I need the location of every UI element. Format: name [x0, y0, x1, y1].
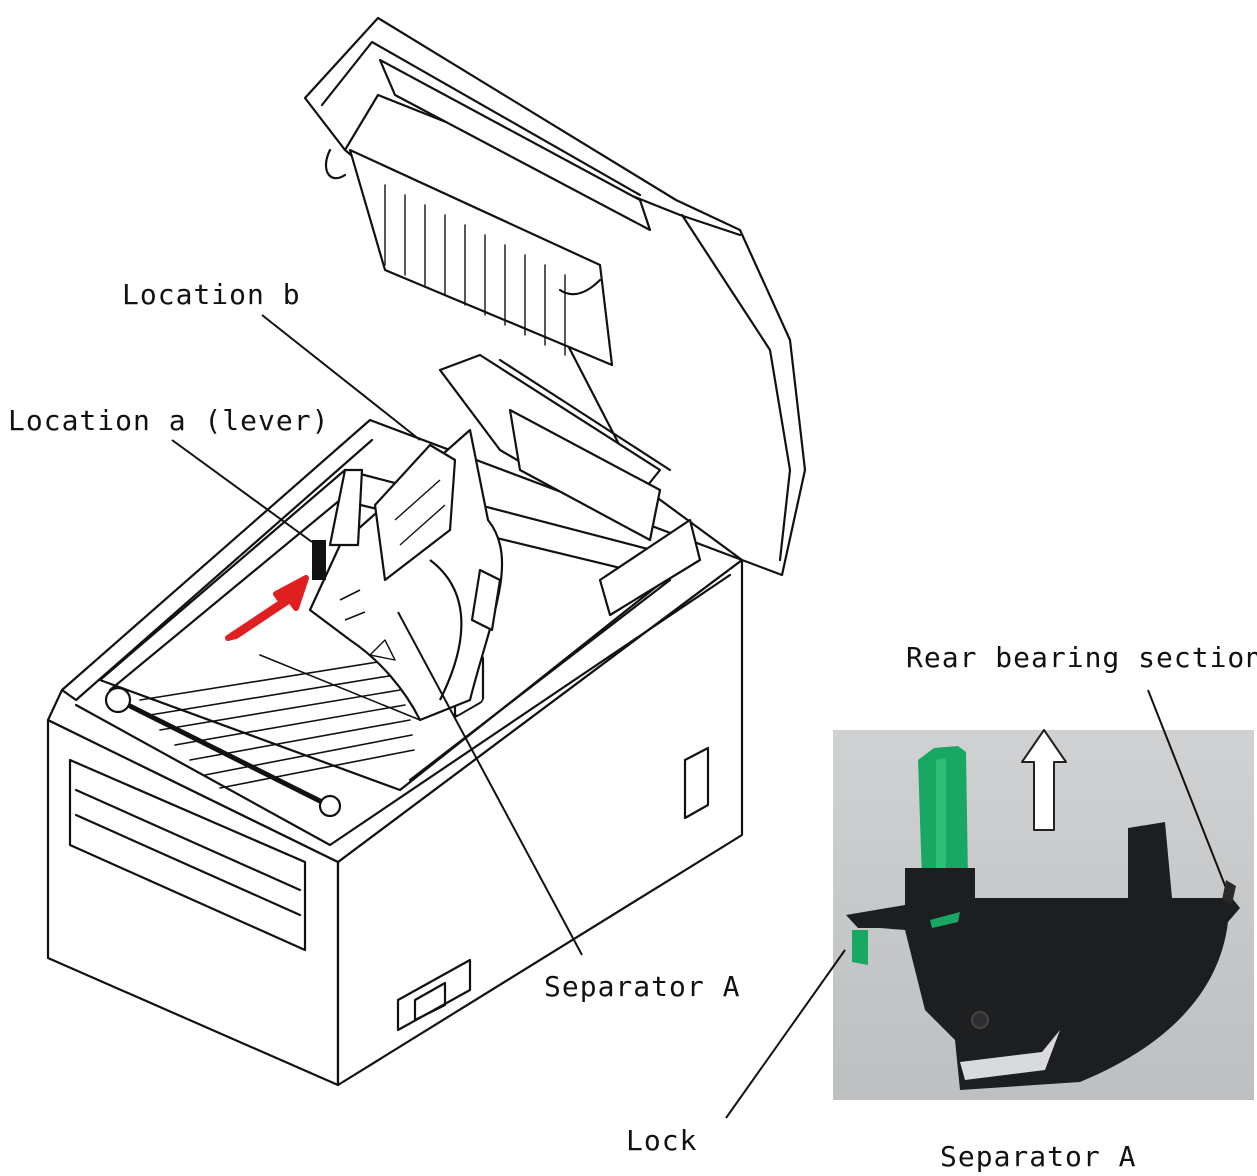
- leader-separator-a: [397, 611, 583, 956]
- separator-a-photo-object: [846, 746, 1240, 1090]
- leader-location-a: [171, 439, 313, 543]
- up-arrow-icon: [1021, 729, 1067, 831]
- separator-a-drawing: [308, 428, 504, 722]
- leader-lines: [171, 314, 1227, 1119]
- label-rear-bearing: Rear bearing section: [906, 641, 1257, 674]
- caption-separator-a: Separator A: [940, 1140, 1137, 1173]
- leader-rear-bearing: [1147, 689, 1227, 889]
- label-location-a: Location a (lever): [8, 404, 330, 437]
- label-separator-a: Separator A: [544, 970, 741, 1003]
- label-location-b: Location b: [122, 278, 301, 311]
- leader-lock: [725, 949, 846, 1119]
- red-arrow-icon: [225, 575, 309, 641]
- leader-location-b: [261, 314, 421, 441]
- label-lock: Lock: [626, 1124, 698, 1157]
